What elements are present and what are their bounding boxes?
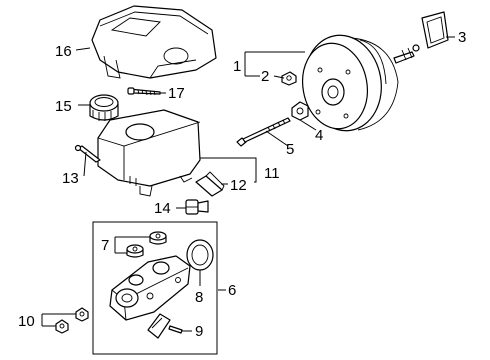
callout-2: 2	[261, 68, 269, 85]
callout-4: 4	[315, 127, 323, 144]
brake-booster-assembly-icon	[302, 34, 420, 132]
callout-9: 9	[195, 323, 203, 340]
master-cylinder-icon	[109, 255, 191, 321]
o-ring-seal-icon	[186, 239, 214, 271]
booster-gasket-icon	[421, 11, 449, 49]
callout-13: 13	[62, 170, 79, 187]
leader-lines	[41, 36, 455, 332]
nut-icon	[55, 319, 69, 334]
connector-icon	[195, 171, 225, 197]
callout-7: 7	[101, 237, 109, 254]
callout-6: 6	[228, 282, 236, 299]
callout-12: 12	[230, 177, 247, 194]
callout-11: 11	[264, 165, 280, 182]
bracket-icon	[147, 313, 183, 339]
callout-15: 15	[55, 98, 72, 115]
callout-5: 5	[286, 141, 294, 158]
callout-16: 16	[55, 43, 72, 60]
reservoir-cover-icon	[91, 5, 217, 79]
nut-icon	[281, 71, 297, 86]
reservoir-grommet-icon	[126, 244, 144, 258]
callout-17: 17	[168, 85, 185, 102]
pin-icon	[74, 144, 101, 163]
nut-icon	[75, 307, 89, 322]
callout-10: 10	[18, 313, 35, 330]
callout-3: 3	[458, 29, 466, 46]
fluid-reservoir-icon	[97, 109, 201, 197]
callout-14: 14	[154, 200, 171, 217]
callout-labels: 16 1 2 3 4 5 11 12 17 15 13 14 7 8 6 9 1…	[18, 29, 466, 340]
callout-8: 8	[195, 289, 203, 306]
bolt-icon	[236, 117, 291, 147]
callout-1: 1	[233, 58, 241, 75]
reservoir-grommet-icon	[149, 231, 167, 245]
level-sensor-icon	[185, 199, 209, 215]
reservoir-cap-icon	[89, 94, 119, 121]
master-cylinder-group-frame	[92, 221, 218, 355]
screw-icon	[127, 87, 161, 96]
nut-icon	[291, 101, 309, 121]
